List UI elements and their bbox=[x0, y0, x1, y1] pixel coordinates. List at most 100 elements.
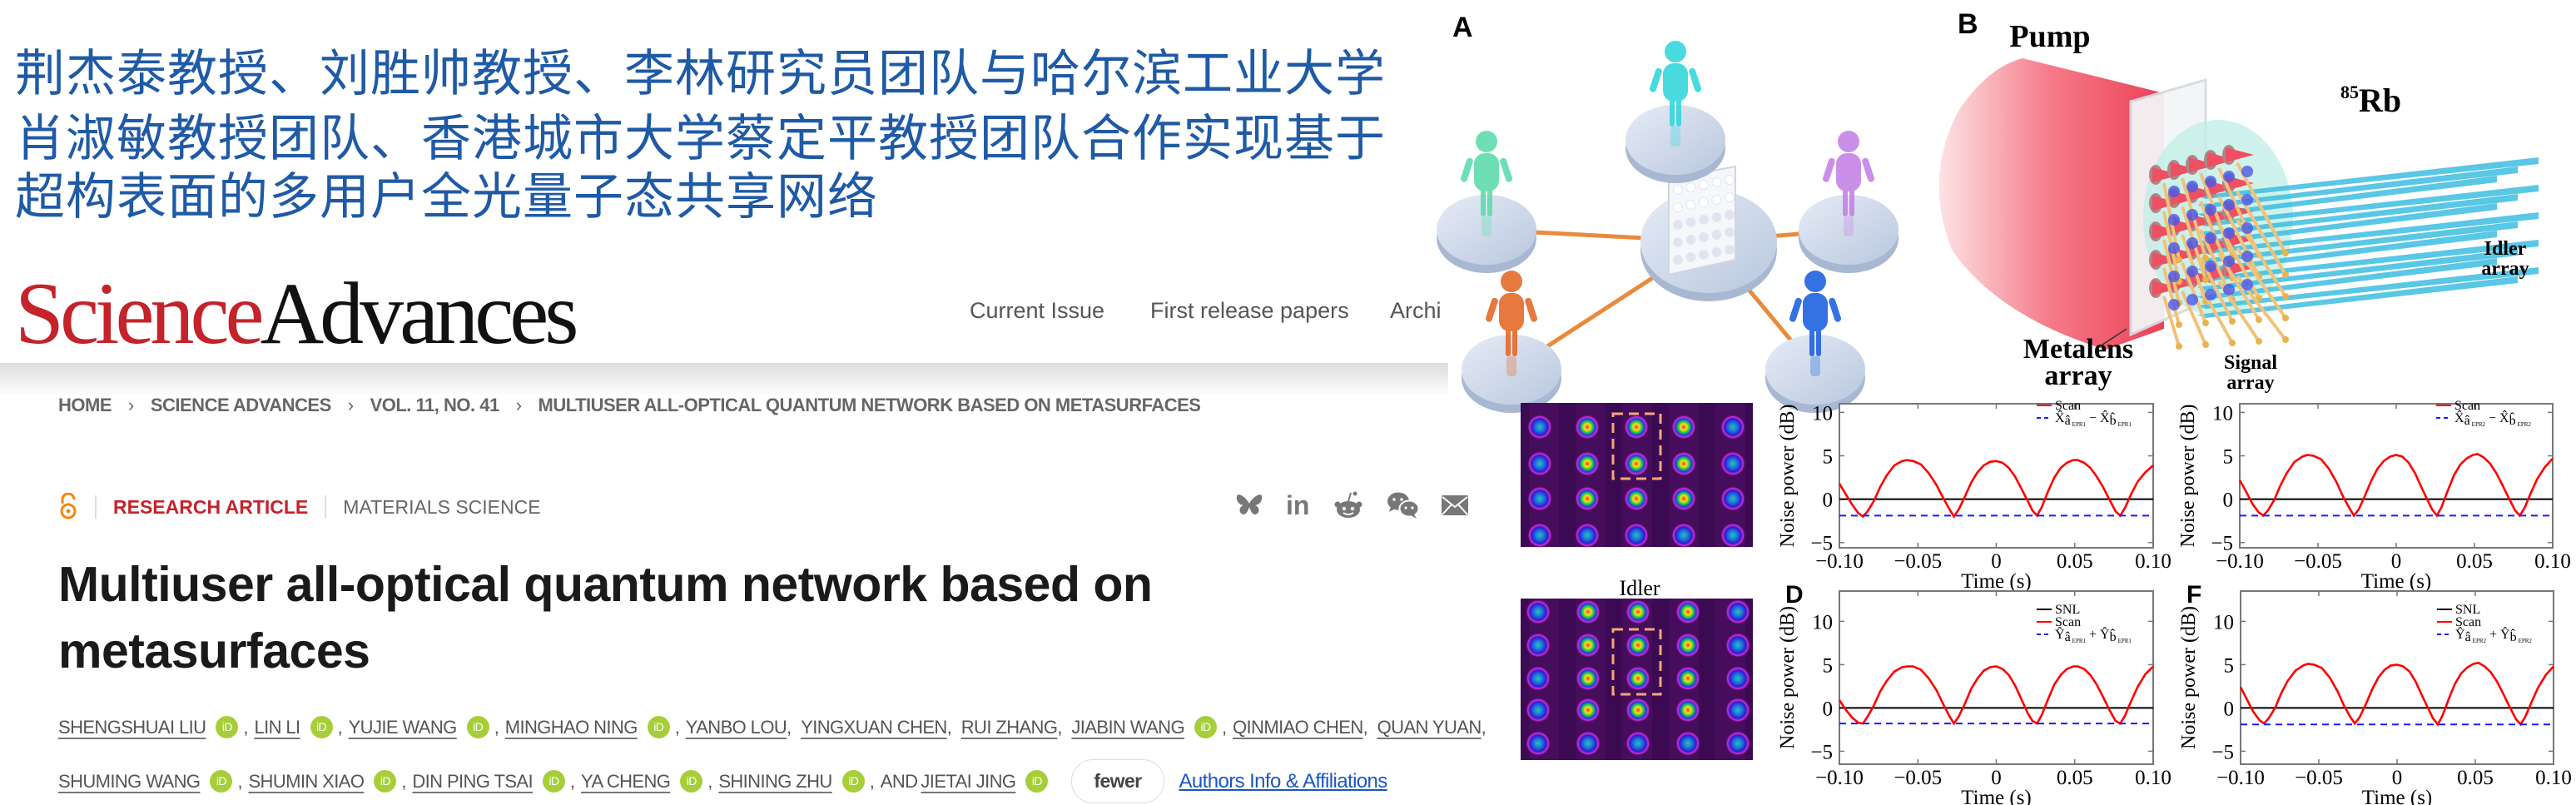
metasurface-dot bbox=[1685, 235, 1696, 245]
author-link[interactable]: QINMIAO CHEN bbox=[1233, 716, 1363, 738]
orcid-icon[interactable]: iD bbox=[210, 770, 233, 793]
series-line-scan bbox=[1838, 459, 2154, 519]
author-link[interactable]: JIETAI JING bbox=[921, 770, 1016, 792]
beam-spot bbox=[1675, 698, 1700, 723]
legend-text: − X̂ bbox=[2086, 410, 2110, 425]
linkedin-icon[interactable]: in bbox=[1286, 490, 1310, 520]
beam-spot bbox=[1671, 486, 1696, 511]
x-axis-label: Time (s) bbox=[2362, 787, 2433, 805]
signal-label-2: array bbox=[2226, 372, 2274, 394]
author-link[interactable]: LIN LI bbox=[254, 716, 300, 738]
legend-text: Ŷ bbox=[2055, 626, 2065, 642]
atom bbox=[2186, 237, 2198, 249]
user-arm bbox=[1485, 297, 1498, 322]
author-link[interactable]: SHENGSHUAI LIU bbox=[58, 716, 206, 738]
orcid-icon[interactable]: iD bbox=[647, 716, 670, 738]
user-body bbox=[1663, 63, 1688, 102]
orcid-icon[interactable]: iD bbox=[466, 716, 489, 738]
author-link[interactable]: SHINING ZHU bbox=[718, 770, 832, 792]
x-tick-label: 0.10 bbox=[2135, 550, 2171, 573]
signal-beam bbox=[2162, 296, 2181, 347]
series-line-scan bbox=[2239, 661, 2554, 727]
author-separator: , bbox=[1481, 716, 1491, 738]
author-link[interactable]: MINGHAO NING bbox=[504, 716, 638, 738]
breadcrumb-home[interactable]: HOME bbox=[58, 395, 112, 415]
legend-text: EPR1 bbox=[2072, 638, 2087, 644]
y-axis-label: Noise power (dB) bbox=[1777, 405, 1799, 548]
orcid-icon[interactable]: iD bbox=[542, 770, 565, 793]
legend-text: â bbox=[2464, 414, 2470, 428]
idler-beam bbox=[2197, 194, 2518, 236]
fewer-authors-button[interactable]: fewer bbox=[1071, 759, 1164, 803]
signal-beam-end bbox=[2256, 295, 2262, 301]
signal-beam-end bbox=[2176, 321, 2182, 328]
orcid-icon[interactable]: iD bbox=[841, 770, 865, 793]
author-link[interactable]: JIABIN WANG bbox=[1071, 716, 1184, 738]
breadcrumb-current: MULTIUSER ALL-OPTICAL QUANTUM NETWORK BA… bbox=[538, 395, 1201, 415]
user-head bbox=[1501, 271, 1522, 292]
beam-spot bbox=[1626, 666, 1650, 691]
plot-area bbox=[1839, 403, 2154, 549]
signal-beam-end bbox=[2229, 318, 2236, 325]
beam-profile-image bbox=[1521, 599, 1753, 760]
author-link[interactable]: DIN PING TSAI bbox=[412, 770, 533, 792]
legend-text: + Ŷ bbox=[2086, 626, 2110, 642]
orcid-icon[interactable]: iD bbox=[216, 716, 239, 738]
author-link[interactable]: YUJIE WANG bbox=[348, 716, 458, 738]
nav-first-release-papers[interactable]: First release papers bbox=[1150, 298, 1349, 323]
reddit-icon[interactable] bbox=[1333, 491, 1364, 519]
breadcrumb-volume[interactable]: VOL. 11, NO. 41 bbox=[370, 395, 500, 415]
author-link[interactable]: YA CHENG bbox=[581, 770, 671, 792]
y-axis-label: Noise power (dB) bbox=[1777, 606, 1799, 749]
panel-label-d: D bbox=[1785, 581, 1804, 609]
user-head bbox=[1476, 131, 1497, 152]
beam-spot bbox=[1527, 523, 1552, 548]
orcid-icon[interactable]: iD bbox=[1194, 716, 1217, 738]
author-link[interactable]: SHUMING WANG bbox=[58, 770, 201, 792]
user-arm bbox=[1862, 157, 1875, 182]
user-arm bbox=[1500, 157, 1513, 182]
author-separator: , bbox=[401, 770, 411, 792]
orcid-icon[interactable]: iD bbox=[680, 770, 703, 793]
x-tick-label: −0.05 bbox=[1894, 767, 1942, 789]
idler-beam bbox=[2197, 176, 2497, 217]
breadcrumb-science-advances[interactable]: SCIENCE ADVANCES bbox=[150, 395, 331, 415]
y-tick-label: −5 bbox=[1810, 533, 1833, 555]
x-tick-label: 0 bbox=[1991, 550, 2002, 573]
bluesky-icon[interactable] bbox=[1234, 492, 1264, 519]
author-link[interactable]: YANBO LOU bbox=[685, 716, 787, 738]
author-link[interactable]: QUAN YUAN bbox=[1377, 716, 1482, 738]
legend-text: SNL bbox=[2055, 603, 2080, 617]
atom bbox=[2168, 271, 2180, 282]
user-head bbox=[1665, 41, 1686, 62]
author-link[interactable]: SHUMIN XIAO bbox=[248, 770, 365, 792]
user-figure-icon bbox=[1822, 131, 1875, 236]
x-tick-label: 0.05 bbox=[2456, 550, 2493, 573]
authors-info-affiliations-link[interactable]: Authors Info & Affiliations bbox=[1179, 769, 1388, 793]
user-leg bbox=[1816, 328, 1821, 356]
wechat-icon[interactable] bbox=[1386, 491, 1421, 519]
article-subject[interactable]: MATERIALS SCIENCE bbox=[343, 495, 541, 518]
atom bbox=[2205, 176, 2216, 187]
email-icon[interactable] bbox=[1441, 494, 1469, 516]
idler-beam bbox=[2197, 221, 2518, 263]
science-advances-logo[interactable]: ScienceAdvances bbox=[15, 268, 579, 360]
orcid-icon[interactable]: iD bbox=[374, 770, 397, 793]
nav-archive[interactable]: Archi bbox=[1390, 298, 1442, 323]
nav-current-issue[interactable]: Current Issue bbox=[970, 298, 1105, 323]
orcid-icon[interactable]: iD bbox=[310, 716, 333, 738]
author-link[interactable]: YINGXUAN CHEN bbox=[801, 716, 947, 738]
signal-beam bbox=[2181, 262, 2207, 324]
signal-beam bbox=[2236, 162, 2287, 254]
article-type[interactable]: RESEARCH ARTICLE bbox=[113, 495, 309, 518]
signal-beam-end bbox=[2282, 271, 2289, 278]
legend-text: EPR2 bbox=[2518, 421, 2532, 428]
user-figure-icon bbox=[1460, 131, 1513, 236]
orcid-icon[interactable]: iD bbox=[1025, 770, 1049, 793]
x-tick-label: 0 bbox=[1991, 767, 2002, 789]
author-link[interactable]: RUI ZHANG bbox=[960, 716, 1058, 738]
x-tick-label: 0.05 bbox=[2057, 550, 2093, 573]
